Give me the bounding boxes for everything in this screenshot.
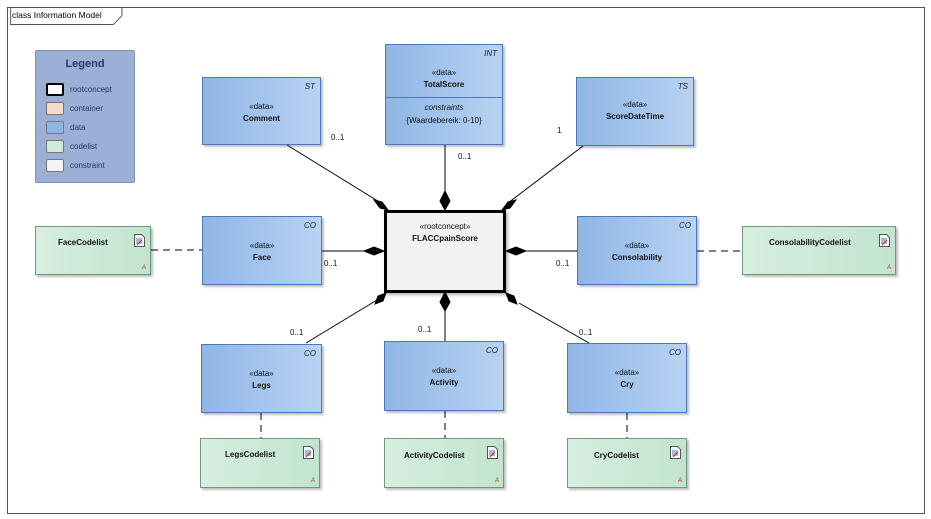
diagram-title-tab	[10, 7, 123, 25]
cry-multiplicity: 0..1	[579, 328, 593, 337]
legs-association	[305, 299, 378, 344]
stereotype-label: «data»	[249, 241, 275, 250]
codelist-name: ActivityCodelist	[404, 451, 465, 460]
class-name: Activity	[429, 378, 459, 387]
totalscore-multiplicity: 0..1	[458, 152, 472, 161]
legend-swatch	[46, 159, 64, 172]
compartment-divider	[386, 97, 502, 98]
stereotype-label: «data»	[431, 366, 457, 375]
type-tag: CO	[304, 221, 316, 230]
class-name: Consolability	[611, 253, 663, 262]
constraints-title: constraints	[424, 103, 464, 112]
activity-composition-diamond	[439, 290, 451, 313]
class-scoredatetime[interactable]: TS «data» ScoreDateTime	[576, 77, 694, 146]
consolability-composition-diamond	[504, 246, 528, 256]
codelist-cry[interactable]: CryCodelist A	[567, 438, 687, 488]
diagram-frame	[7, 7, 925, 514]
legs-composition-diamond	[374, 292, 387, 305]
stereotype-label: «rootconcept»	[419, 222, 471, 231]
legend-title: Legend	[65, 58, 105, 70]
class-name: TotalScore	[423, 80, 465, 89]
face-multiplicity: 0..1	[324, 259, 338, 268]
diagram-title: class Information Model	[12, 10, 102, 20]
cry-composition-diamond	[505, 292, 518, 305]
class-name: Comment	[243, 114, 280, 123]
abstract-mark: A	[677, 478, 682, 484]
document-icon	[670, 446, 681, 459]
comment-association	[286, 144, 382, 204]
class-cry[interactable]: CO «data» Cry	[567, 343, 687, 413]
type-tag: CO	[304, 349, 316, 358]
comment-composition-diamond	[372, 199, 390, 211]
abstract-mark: A	[494, 478, 499, 484]
consolability-multiplicity: 0..1	[556, 259, 570, 268]
legend-label: container	[70, 104, 103, 113]
codelist-name: CryCodelist	[594, 451, 639, 460]
scoredatetime-multiplicity: 1	[557, 126, 562, 135]
activity-multiplicity: 0..1	[418, 325, 432, 334]
type-tag: CO	[486, 346, 498, 355]
cry-association	[518, 302, 590, 344]
face-composition-diamond	[362, 246, 386, 256]
legend-label: constraint	[70, 161, 105, 170]
stereotype-label: «data»	[614, 368, 640, 377]
class-name: ScoreDateTime	[605, 112, 665, 121]
scoredatetime-association	[507, 145, 584, 204]
codelist-face[interactable]: FaceCodelist A	[35, 226, 151, 275]
legend-swatch	[46, 140, 64, 153]
codelist-consolability[interactable]: ConsolabilityCodelist A	[742, 226, 896, 275]
type-tag: CO	[669, 348, 681, 357]
stereotype-label: «data»	[622, 100, 648, 109]
scoredatetime-composition-diamond	[500, 199, 518, 211]
stereotype-label: «data»	[249, 102, 274, 111]
codelist-name: LegsCodelist	[225, 450, 276, 459]
comment-multiplicity: 0..1	[331, 133, 345, 142]
legend-label: codelist	[70, 142, 98, 151]
type-tag: ST	[304, 82, 315, 91]
codelist-activity[interactable]: ActivityCodelist A	[384, 438, 504, 488]
document-icon	[134, 234, 145, 247]
class-consolability[interactable]: CO «data» Consolability	[577, 216, 697, 285]
class-name: Face	[252, 253, 272, 262]
codelist-legs[interactable]: LegsCodelist A	[200, 438, 320, 488]
constraint-value: {Waardebereik: 0-10}	[406, 116, 482, 125]
type-tag: CO	[679, 221, 691, 230]
class-flaccpainscore[interactable]: «rootconcept» FLACCpainScore	[384, 210, 506, 293]
class-totalscore[interactable]: INT «data» TotalScore constraints {Waard…	[385, 44, 503, 145]
legend-label: rootconcept	[70, 85, 112, 94]
type-tag: INT	[484, 49, 497, 58]
legend-swatch	[46, 83, 64, 96]
document-icon	[303, 446, 314, 459]
codelist-name: ConsolabilityCodelist	[769, 238, 851, 247]
legend-swatch	[46, 121, 64, 134]
class-legs[interactable]: CO «data» Legs	[201, 344, 322, 413]
stereotype-label: «data»	[431, 68, 457, 77]
class-activity[interactable]: CO «data» Activity	[384, 341, 504, 411]
abstract-mark: A	[310, 478, 315, 484]
document-icon	[487, 446, 498, 459]
class-name: Legs	[252, 381, 271, 390]
stereotype-label: «data»	[249, 369, 274, 378]
class-name: FLACCpainScore	[412, 234, 478, 243]
legs-multiplicity: 0..1	[290, 328, 304, 337]
document-icon	[879, 234, 890, 247]
class-face[interactable]: CO «data» Face	[202, 216, 322, 285]
abstract-mark: A	[141, 265, 146, 271]
legend-swatch	[46, 102, 64, 115]
totalscore-composition-diamond	[439, 189, 451, 212]
stereotype-label: «data»	[624, 241, 650, 250]
legend: Legend rootconcept container data codeli…	[35, 50, 135, 183]
class-name: Cry	[620, 380, 634, 389]
legend-label: data	[70, 123, 86, 132]
class-comment[interactable]: ST «data» Comment	[202, 77, 321, 145]
abstract-mark: A	[886, 265, 891, 271]
codelist-name: FaceCodelist	[58, 238, 108, 247]
type-tag: TS	[677, 82, 688, 91]
